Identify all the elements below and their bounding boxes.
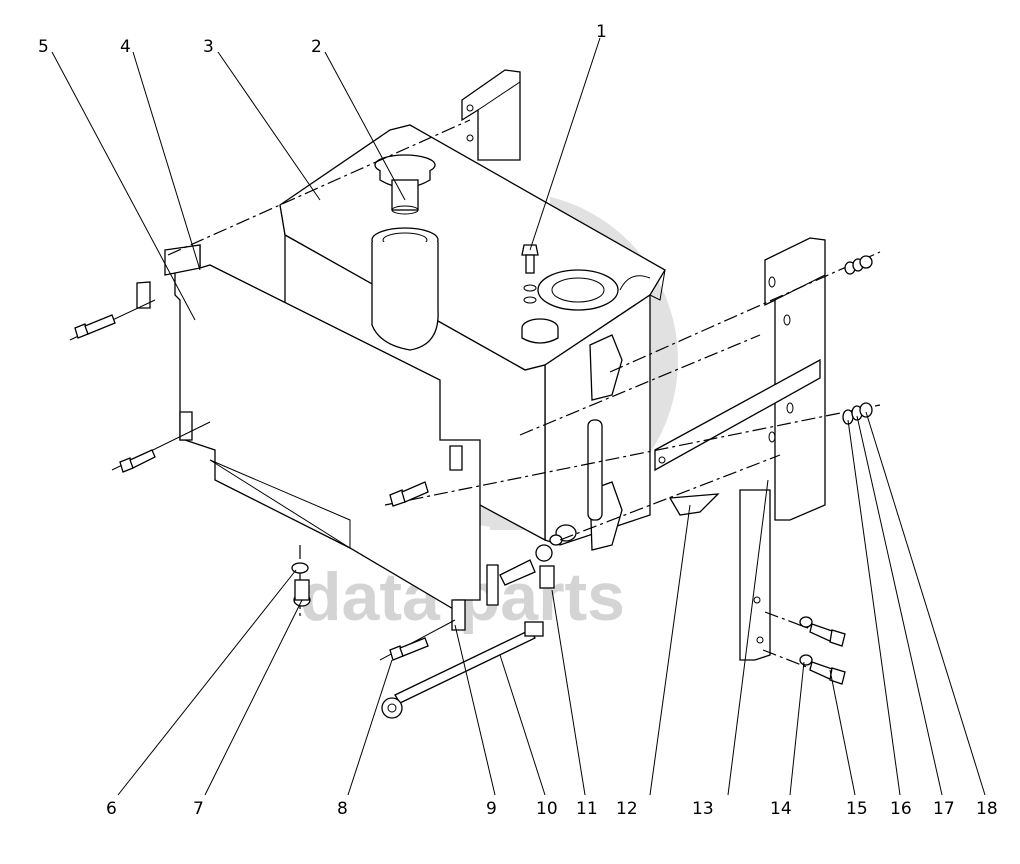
callout-4: 4 xyxy=(120,37,131,57)
mounting-frame xyxy=(654,237,826,661)
leader-lines xyxy=(51,37,986,796)
callout-12: 12 xyxy=(616,799,638,819)
callout-13: 13 xyxy=(692,799,714,819)
callout-7: 7 xyxy=(193,799,204,819)
callout-17: 17 xyxy=(933,799,955,819)
callout-6: 6 xyxy=(106,799,117,819)
cover-plate xyxy=(136,244,499,631)
callout-15: 15 xyxy=(846,799,868,819)
callout-16: 16 xyxy=(890,799,912,819)
rear-bracket xyxy=(461,69,521,161)
callout-labels: 1 2 3 4 5 6 7 8 9 10 11 12 13 14 15 16 1… xyxy=(38,22,998,819)
callout-10: 10 xyxy=(536,799,558,819)
callout-11: 11 xyxy=(576,799,598,819)
callout-14: 14 xyxy=(770,799,792,819)
callout-9: 9 xyxy=(486,799,497,819)
callout-2: 2 xyxy=(311,37,322,57)
callout-5: 5 xyxy=(38,37,49,57)
callout-8: 8 xyxy=(337,799,348,819)
callout-3: 3 xyxy=(203,37,214,57)
callout-1: 1 xyxy=(596,22,607,42)
callout-18: 18 xyxy=(976,799,998,819)
